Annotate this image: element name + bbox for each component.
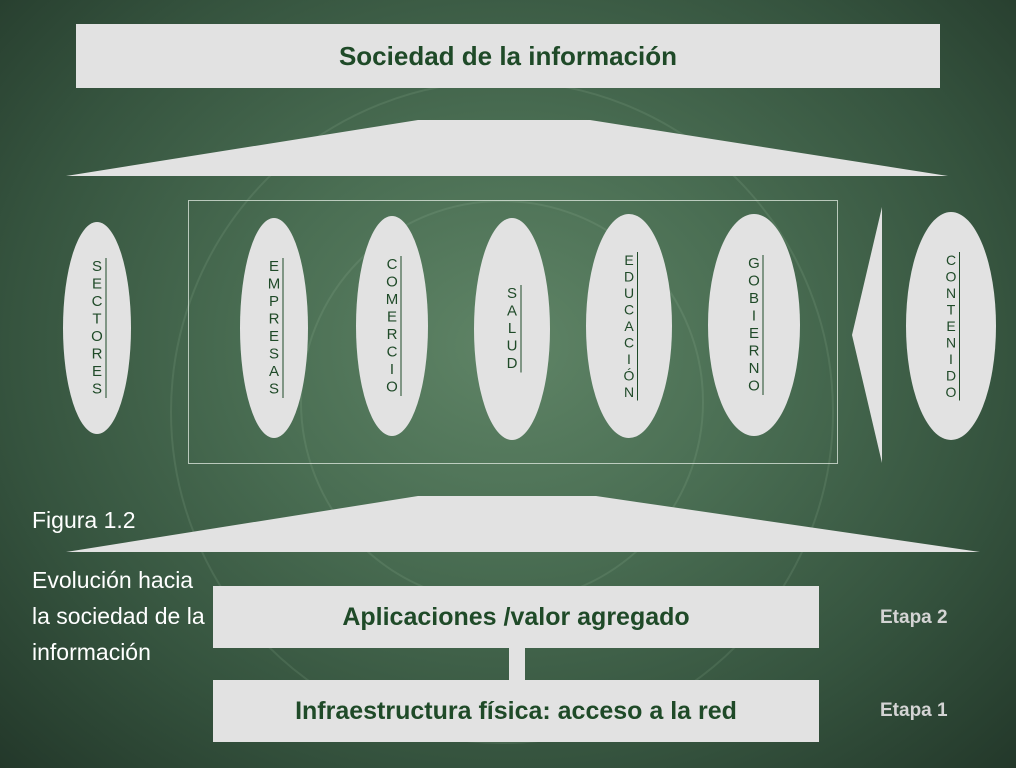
oval-empresas-label: EMPRESAS xyxy=(265,258,283,398)
figure-label: Figura 1.2 xyxy=(32,507,136,533)
oval-gobierno-label: GOBIERNO xyxy=(745,255,763,395)
title-box: Sociedad de la información xyxy=(76,24,940,88)
stage-1-label: Etapa 1 xyxy=(880,700,948,721)
oval-contenido: CONTENIDO xyxy=(906,212,996,440)
figure-description: Evolución hacia la sociedad de la inform… xyxy=(32,567,205,665)
oval-comercio: COMERCIO xyxy=(356,216,428,436)
oval-educacion: EDUCACIÓN xyxy=(586,214,672,438)
sector-frame xyxy=(188,200,838,464)
infrastructure-label: Infraestructura física: acceso a la red xyxy=(295,696,737,725)
layer-connector xyxy=(509,648,525,680)
applications-box: Aplicaciones /valor agregado xyxy=(213,586,819,648)
stage-2-label: Etapa 2 xyxy=(880,607,948,628)
oval-gobierno: GOBIERNO xyxy=(708,214,800,436)
oval-salud: SALUD xyxy=(474,218,550,440)
applications-label: Aplicaciones /valor agregado xyxy=(342,602,690,631)
oval-contenido-label: CONTENIDO xyxy=(943,251,959,401)
oval-empresas: EMPRESAS xyxy=(240,218,308,438)
oval-comercio-label: COMERCIO xyxy=(383,256,401,396)
bottom-wedge xyxy=(66,496,980,552)
top-wedge xyxy=(66,120,948,176)
oval-sectores: SECTORES xyxy=(63,222,131,434)
side-wedge xyxy=(852,207,882,463)
title-text: Sociedad de la información xyxy=(338,40,678,71)
oval-sectores-label: SECTORES xyxy=(88,258,106,398)
infrastructure-box: Infraestructura física: acceso a la red xyxy=(213,680,819,742)
oval-educacion-label: EDUCACIÓN xyxy=(621,251,637,401)
oval-salud-label: SALUD xyxy=(503,285,521,373)
